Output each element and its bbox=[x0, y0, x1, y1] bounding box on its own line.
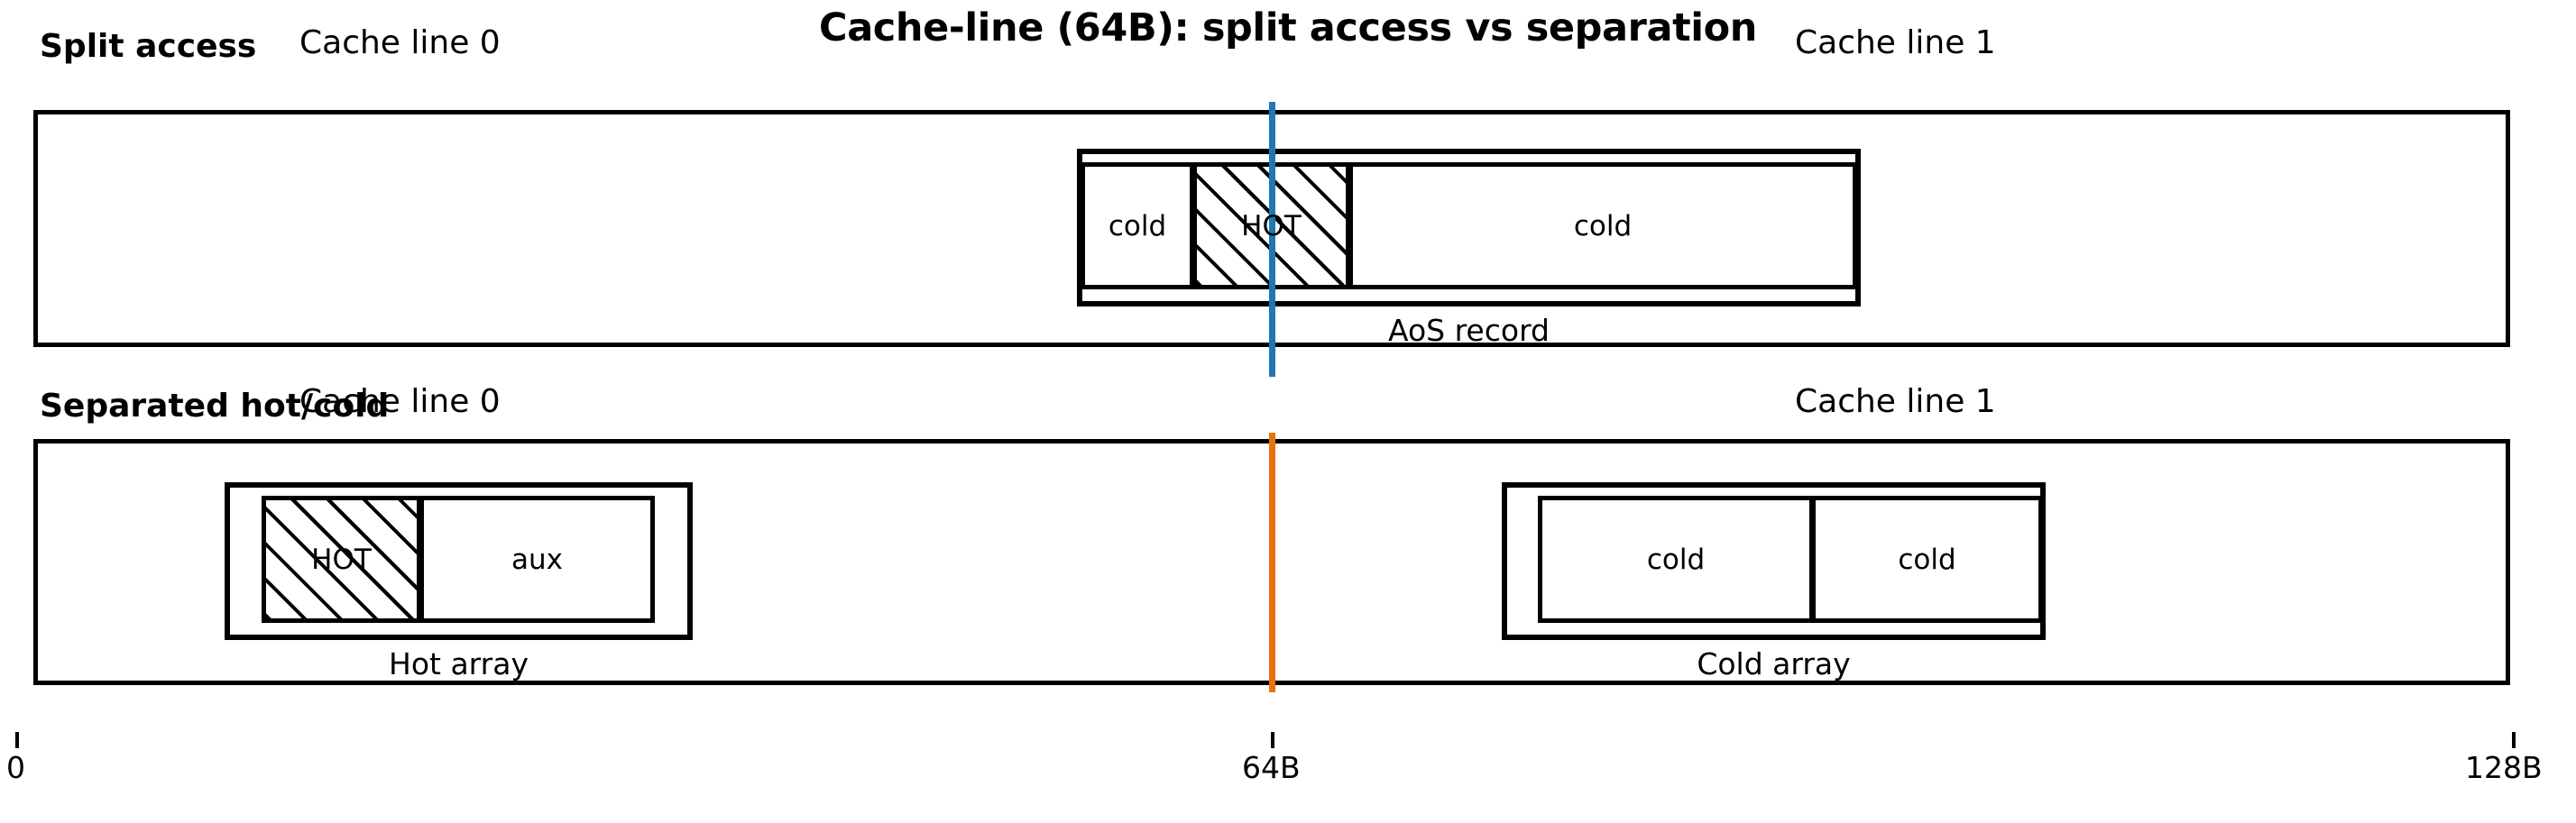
row-label-separated-hot-cold: Separated hot/cold bbox=[40, 388, 390, 425]
field-label: HOT bbox=[1241, 209, 1302, 242]
caption-aos-record: AoS record bbox=[1387, 313, 1550, 348]
cacheline-label-row1-line1: Cache line 1 bbox=[1795, 24, 1996, 61]
field-aux: aux bbox=[419, 496, 655, 623]
field-label: HOT bbox=[311, 543, 372, 576]
field-cold-4: cold bbox=[1811, 496, 2043, 623]
axis-tick-label-0: 0 bbox=[6, 750, 25, 785]
cacheline-label-row2-line1: Cache line 1 bbox=[1795, 383, 1996, 420]
axis-tick-label-128b: 128B bbox=[2465, 750, 2543, 785]
field-cold-1: cold bbox=[1081, 162, 1194, 289]
caption-hot-array: Hot array bbox=[389, 646, 529, 681]
cacheline-boundary-row2 bbox=[1269, 433, 1275, 692]
cacheline-boundary-row1 bbox=[1269, 102, 1275, 377]
field-label: cold bbox=[1573, 209, 1633, 242]
axis-tick-64b bbox=[1271, 732, 1274, 748]
field-label: aux bbox=[511, 543, 563, 576]
cacheline-label-row1-line0: Cache line 0 bbox=[299, 24, 501, 61]
cacheline-label-row2-line0: Cache line 0 bbox=[299, 383, 501, 420]
field-cold-3: cold bbox=[1538, 496, 1814, 623]
field-label: cold bbox=[1646, 543, 1706, 576]
field-hot-2: HOT bbox=[262, 496, 421, 623]
field-label: cold bbox=[1898, 543, 1956, 576]
field-cold-2: cold bbox=[1348, 162, 1857, 289]
caption-cold-array: Cold array bbox=[1697, 646, 1851, 681]
page-title: Cache-line (64B): split access vs separa… bbox=[819, 5, 1757, 50]
row-label-split-access: Split access bbox=[40, 28, 257, 65]
field-label: cold bbox=[1108, 209, 1167, 242]
axis-tick-128b bbox=[2512, 732, 2516, 748]
axis-tick-0 bbox=[15, 732, 19, 748]
axis-tick-label-64b: 64B bbox=[1242, 750, 1301, 785]
